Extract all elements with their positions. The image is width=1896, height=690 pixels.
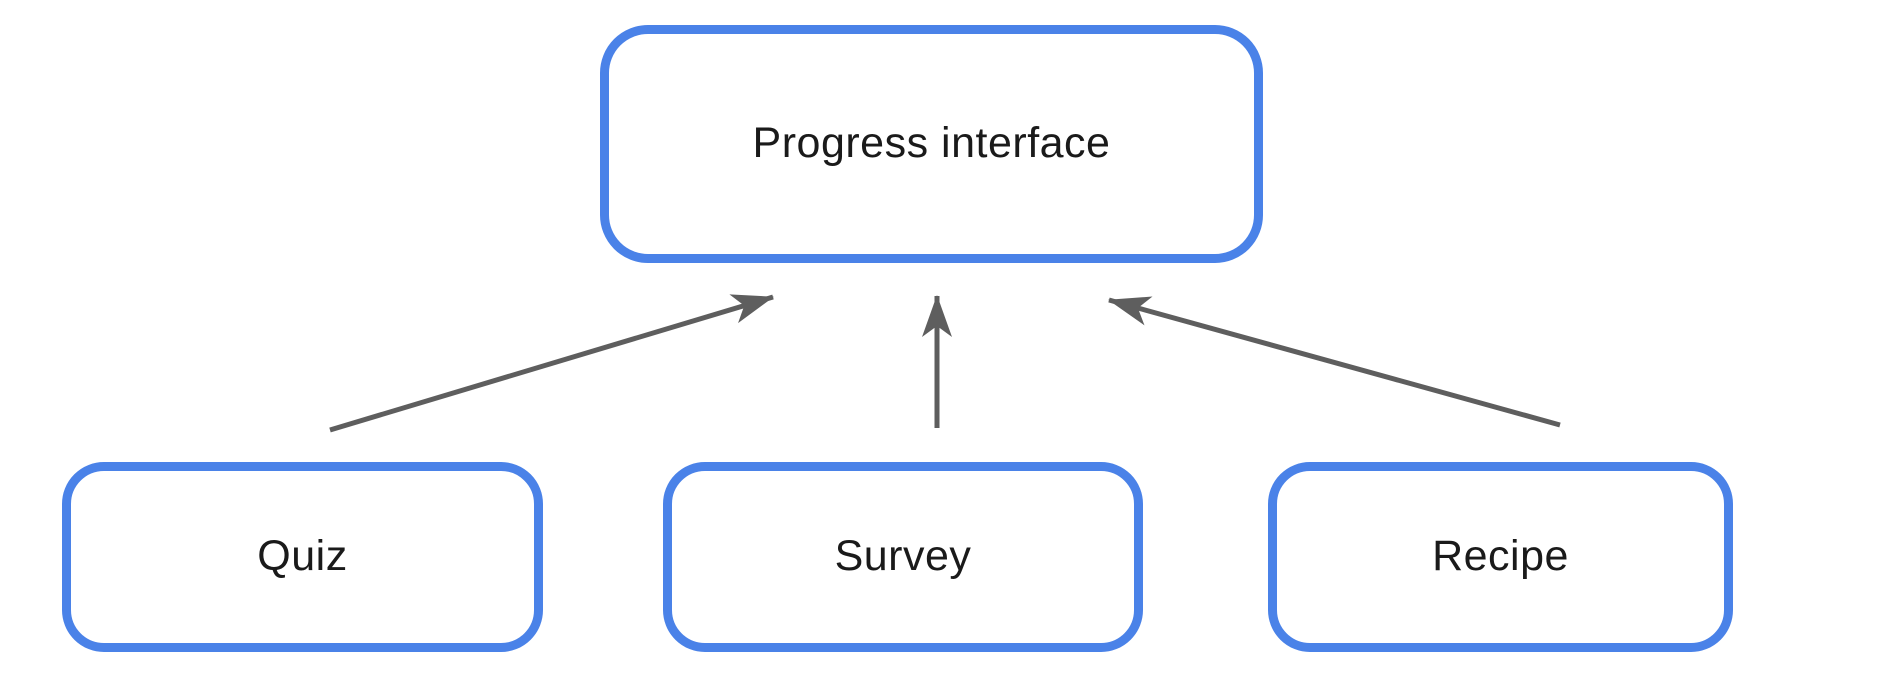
node-recipe-label: Recipe bbox=[1432, 532, 1569, 581]
node-survey-label: Survey bbox=[834, 532, 972, 581]
arrow-quiz-to-progress bbox=[329, 294, 774, 433]
node-survey: Survey bbox=[663, 462, 1143, 652]
node-progress-interface: Progress interface bbox=[600, 25, 1263, 263]
node-recipe: Recipe bbox=[1268, 462, 1733, 652]
node-progress-interface-label: Progress interface bbox=[752, 119, 1111, 168]
arrow-recipe-to-progress bbox=[1108, 296, 1561, 428]
node-quiz-label: Quiz bbox=[257, 532, 348, 581]
node-quiz: Quiz bbox=[62, 462, 543, 652]
